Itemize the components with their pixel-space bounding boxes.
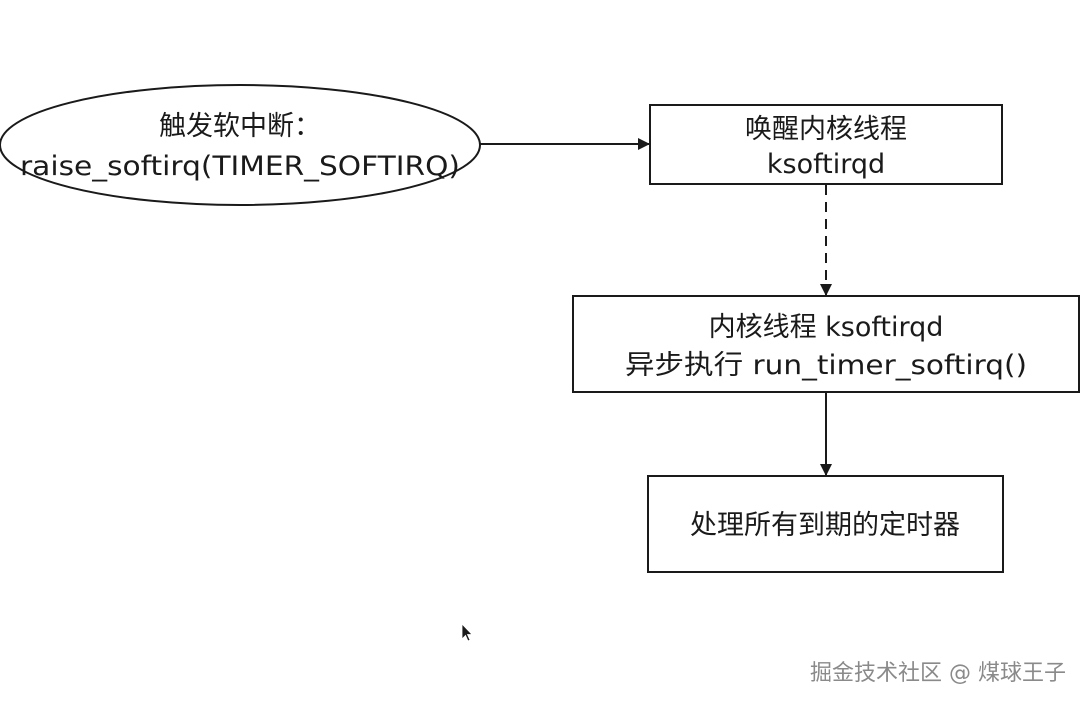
handle-timers-label: 处理所有到期的定时器	[690, 510, 960, 541]
async-exec-node: 内核线程 ksoftirqd 异步执行 run_timer_softirq()	[572, 295, 1080, 393]
wakeup-box	[649, 104, 1003, 185]
handle-timers-box	[647, 475, 1004, 573]
trigger-ellipse	[0, 84, 481, 206]
wakeup-line2: ksoftirqd	[767, 149, 885, 180]
trigger-line1: 触发软中断：	[159, 111, 321, 142]
async-exec-line1: 内核线程 ksoftirqd	[709, 312, 944, 343]
wakeup-line1: 唤醒内核线程	[745, 114, 907, 145]
handle-timers-node: 处理所有到期的定时器	[647, 475, 1004, 573]
async-exec-box	[572, 295, 1080, 393]
async-exec-line2: 异步执行 run_timer_softirq()	[625, 350, 1027, 381]
watermark: 掘金技术社区 @ 煤球王子	[810, 661, 1066, 686]
trigger-line2: raise_softirq(TIMER_SOFTIRQ)	[20, 151, 460, 182]
trigger-node: 触发软中断： raise_softirq(TIMER_SOFTIRQ)	[0, 84, 481, 206]
mouse-cursor-icon	[461, 623, 473, 642]
wakeup-node: 唤醒内核线程 ksoftirqd	[649, 104, 1003, 185]
